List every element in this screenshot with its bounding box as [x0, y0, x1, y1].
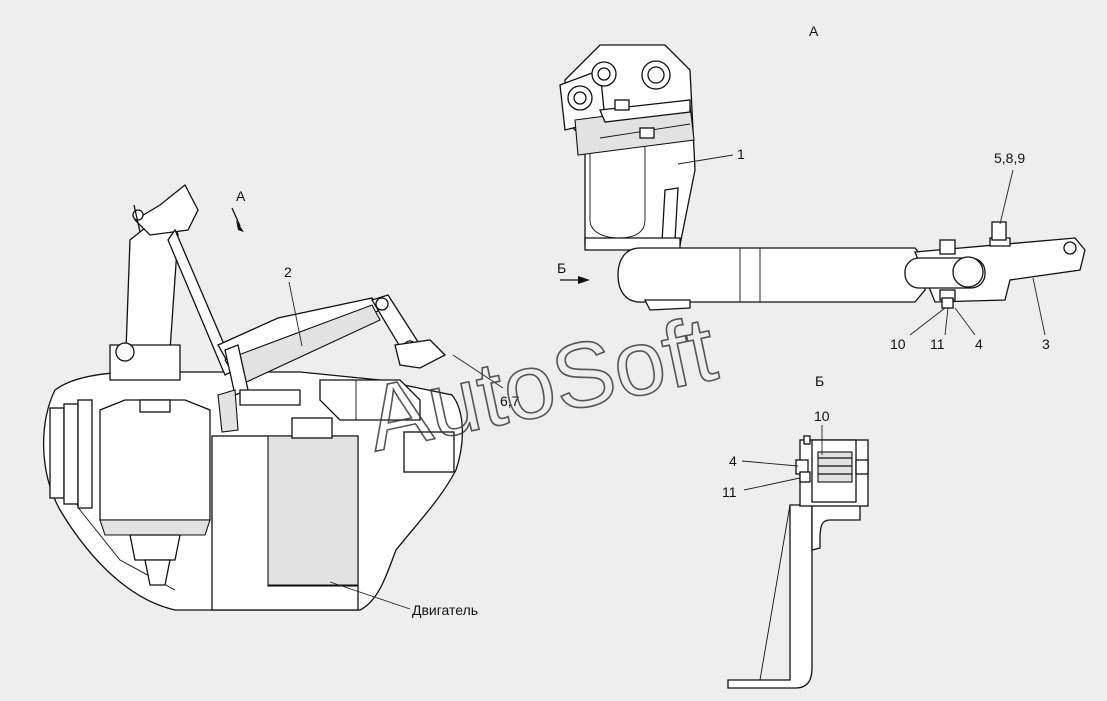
- label-part-11-side: 11: [722, 484, 737, 500]
- view-a-detail: [559, 44, 1086, 336]
- label-part-1: 1: [737, 146, 745, 162]
- label-part-3: 3: [1042, 336, 1050, 352]
- engine-top-cap: [291, 417, 333, 439]
- radiator-fins: [49, 399, 93, 509]
- label-part-11-top: 11: [930, 336, 945, 352]
- view-b-arrow-label: Б: [557, 260, 566, 276]
- label-part-5-8-9: 5,8,9: [994, 150, 1025, 166]
- bracket-side-view: [727, 504, 813, 689]
- label-part-10-top: 10: [890, 336, 906, 352]
- engine-cylinder: [267, 435, 359, 587]
- label-part-4-top: 4: [975, 336, 983, 352]
- view-a-arrow-label: А: [236, 188, 246, 204]
- watermark-logo: AutoSoft: [358, 298, 724, 471]
- support-strut: [167, 228, 236, 376]
- label-engine: Двигатель: [412, 602, 478, 618]
- view-a-title: А: [809, 23, 819, 39]
- label-part-6-7: 6,7: [500, 393, 520, 409]
- label-part-4-side: 4: [729, 453, 737, 469]
- cylinder-rod: [617, 247, 926, 303]
- label-part-10-side: 10: [814, 408, 830, 424]
- label-part-2: 2: [284, 264, 292, 280]
- view-b-detail: [727, 425, 869, 689]
- air-filter-canister: [99, 399, 211, 521]
- view-b-title: Б: [815, 373, 824, 389]
- callout-labels: А А Б Б 1 2 3 4 4 5,8,9 6,7 10 10 11 11 …: [236, 23, 1050, 618]
- intake-clamp: [133, 183, 199, 236]
- main-assembly-view: [42, 183, 504, 611]
